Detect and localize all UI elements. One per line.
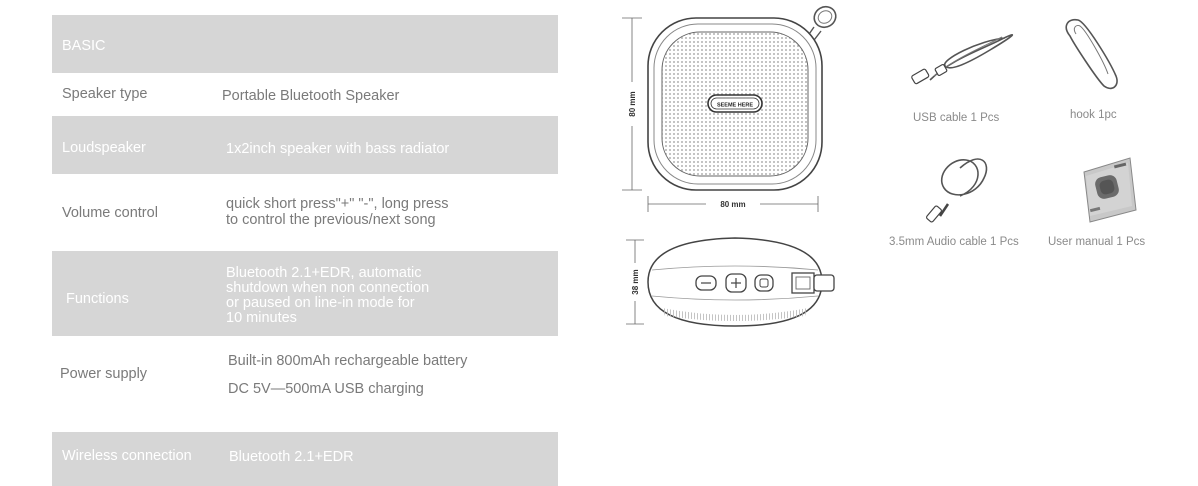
audio-cable-label: 3.5mm Audio cable 1 Pcs — [889, 236, 1019, 248]
spec-label: Wireless connection — [62, 448, 192, 464]
user-manual-icon — [1083, 157, 1137, 223]
spec-value: 10 minutes — [226, 310, 297, 326]
speaker-side-view: 38 mm — [626, 237, 835, 327]
spec-label: Functions — [66, 291, 129, 307]
spec-value: Bluetooth 2.1+EDR, automatic — [226, 265, 422, 281]
spec-header: BASIC — [62, 38, 106, 54]
spec-value: shutdown when non connection — [226, 280, 430, 296]
spec-value: quick short press"+" "-", long press — [226, 196, 449, 212]
usb-cable-icon — [911, 34, 1014, 85]
spec-value: Built-in 800mAh rechargeable battery — [228, 353, 468, 369]
brand-logo-text: SEEME HERE — [717, 103, 753, 109]
spec-value: or paused on line-in mode for — [226, 295, 415, 311]
spec-label: Power supply — [60, 366, 148, 382]
spec-row-loudspeaker: Loudspeaker 1x2inch speaker with bass ra… — [52, 116, 558, 174]
spec-row-volume-control: Volume control quick short press"+" "-",… — [52, 174, 558, 251]
audio-cable-icon — [926, 158, 988, 223]
spec-label: Loudspeaker — [62, 140, 146, 156]
carabiner-hook-icon — [1065, 18, 1118, 90]
user-manual-label: User manual 1 Pcs — [1048, 236, 1146, 248]
spec-table: BASIC Speaker type Portable Bluetooth Sp… — [52, 15, 558, 486]
width-dimension-label: 80 mm — [720, 200, 745, 209]
depth-dimension-label: 38 mm — [631, 269, 640, 294]
hook-label: hook 1pc — [1070, 109, 1117, 121]
spec-header-row: BASIC — [52, 15, 558, 73]
product-drawings: SEEME HERE 80 mm 80 mm 38 mm — [600, 0, 1198, 474]
spec-value: to control the previous/next song — [226, 212, 436, 228]
spec-row-speaker-type: Speaker type Portable Bluetooth Speaker — [52, 73, 558, 116]
spec-row-power-supply: Power supply Built-in 800mAh rechargeabl… — [52, 336, 558, 432]
play-button-drawing — [754, 274, 774, 292]
spec-value: DC 5V—500mA USB charging — [228, 381, 424, 397]
usb-cable-label: USB cable 1 Pcs — [913, 112, 1000, 124]
spec-value: Portable Bluetooth Speaker — [222, 88, 400, 104]
spec-label: Speaker type — [62, 86, 148, 102]
spec-row-functions: Functions Bluetooth 2.1+EDR, automatic s… — [52, 251, 558, 336]
height-dimension-label: 80 mm — [628, 91, 637, 116]
drawing-canvas: SEEME HERE 80 mm 80 mm 38 mm — [622, 5, 1137, 327]
spec-label: Volume control — [62, 205, 158, 221]
spec-row-wireless-connection: Wireless connection Bluetooth 2.1+EDR — [52, 432, 558, 486]
spec-value: 1x2inch speaker with bass radiator — [226, 141, 450, 157]
speaker-front-view: SEEME HERE 80 mm 80 mm — [622, 5, 837, 212]
spec-value: Bluetooth 2.1+EDR — [229, 449, 354, 465]
